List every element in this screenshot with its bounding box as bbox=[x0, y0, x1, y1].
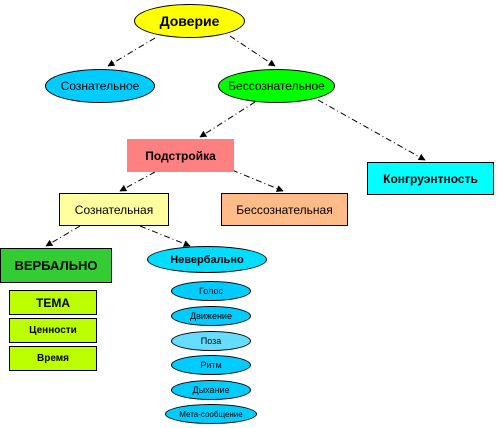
edge-root-conscious bbox=[107, 37, 156, 67]
node-adjustment: Подстройка bbox=[127, 139, 234, 172]
node-congruence: Конгруэнтность bbox=[367, 162, 494, 195]
nonverbal-item: Поза bbox=[171, 331, 251, 351]
edge-unconscious-adjustment bbox=[199, 101, 256, 138]
edge-root-unconscious bbox=[229, 35, 276, 67]
edge-conscious-nonverbal bbox=[139, 225, 191, 247]
node-trust: Доверие bbox=[134, 4, 245, 38]
node-conscious-adjustment: Сознательная bbox=[59, 193, 169, 226]
edge-conscious-verbal bbox=[45, 225, 81, 247]
node-verbal: ВЕРБАЛЬНО bbox=[0, 248, 112, 283]
nonverbal-item: Дыхание bbox=[171, 380, 251, 400]
node-unconscious-adjustment: Бессознательная bbox=[221, 193, 348, 226]
nonverbal-item: Движение bbox=[171, 306, 251, 326]
node-nonverbal: Невербально bbox=[147, 246, 267, 273]
node-conscious: Сознательное bbox=[45, 69, 155, 103]
verbal-item: ТЕМА bbox=[9, 290, 97, 315]
nonverbal-item: Мета-сообщение bbox=[165, 404, 257, 424]
verbal-item: Время bbox=[9, 346, 97, 371]
node-unconscious: Бессознательное bbox=[218, 69, 335, 103]
edge-unconscious-congruence bbox=[317, 99, 426, 161]
edge-adjustment-conscious bbox=[119, 171, 156, 192]
edge-adjustment-unconscious bbox=[231, 169, 284, 192]
nonverbal-item: Ритм bbox=[171, 355, 251, 375]
verbal-item: Ценности bbox=[9, 318, 97, 343]
nonverbal-item: Голос bbox=[171, 281, 251, 301]
